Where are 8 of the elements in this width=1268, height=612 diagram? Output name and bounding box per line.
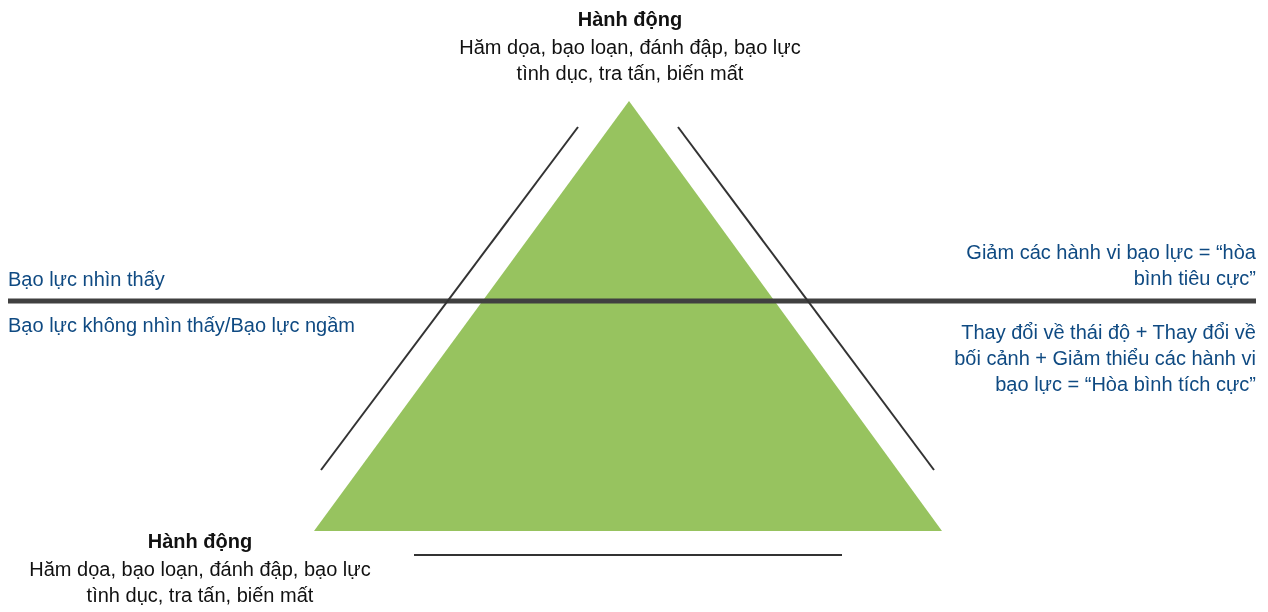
heading: Hành động — [576, 7, 684, 32]
annotation-text: Giảm các hành vi bạo lực = “hòa bình tiêu cực” — [965, 240, 1256, 291]
description-text: Hăm dọa, bạo loạn, đánh đập, bạo lực tình dục, tra tấn, biến mất — [28, 557, 372, 608]
description-text: Hăm dọa, bạo loạn, đánh đập, bạo lực tình dục, tra tấn, biến mất — [458, 35, 802, 86]
annotation-text: Bạo lực nhìn thấy — [8, 267, 166, 292]
annotation-text: Thay đổi về thái độ + Thay đổi về bối cảnh + Giảm thiểu các hành vi bạo lực = “Hòa bình tích cực” — [953, 320, 1256, 397]
annotation-text: Bạo lực không nhìn thấy/Bạo lực ngầm — [8, 313, 356, 338]
heading: Hành động — [146, 529, 254, 554]
